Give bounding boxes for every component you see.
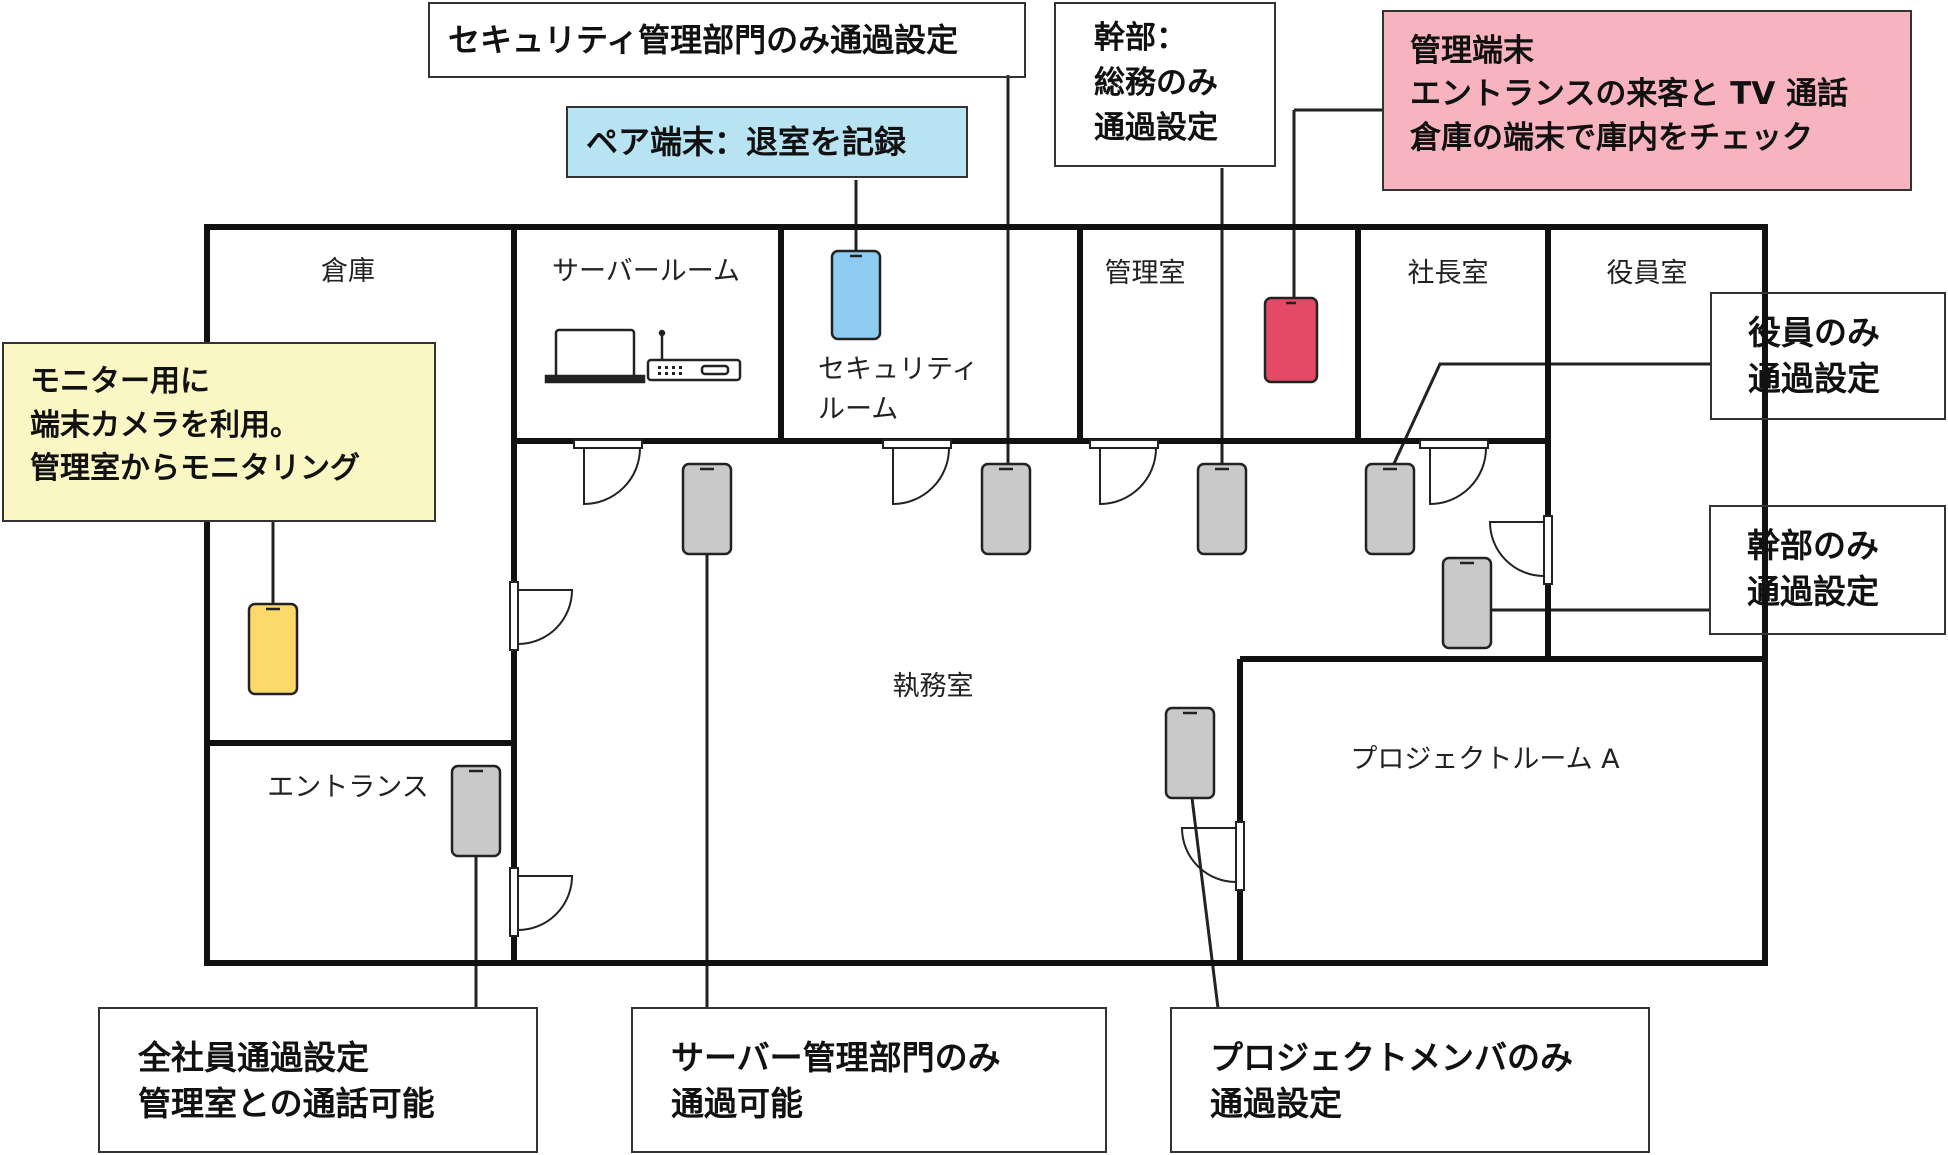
router-icon (646, 329, 742, 382)
room-label-security-room-1: セキュリティ (818, 354, 978, 385)
callout-executives-only: 役員のみ 通過設定 (1710, 292, 1946, 420)
callout-line: プロジェクトメンバのみ (1210, 1038, 1573, 1077)
room-label-office: 執務室 (893, 671, 974, 702)
smartphone-icon[interactable] (980, 462, 1032, 556)
callout-line: サーバー管理部門のみ (671, 1038, 1001, 1077)
smartphone-icon[interactable] (1364, 462, 1416, 556)
callout-line: 通過設定 (1748, 359, 1880, 399)
callout-line: 端末カメラを利用。 (30, 407, 300, 443)
room-label-project-room: プロジェクトルーム A (1350, 744, 1620, 775)
room-label-security-room-2: ルーム (818, 394, 898, 425)
callout-line: 総務のみ (1094, 64, 1218, 101)
callout-line: 通過設定 (1094, 109, 1218, 146)
smartphone-icon[interactable] (1196, 462, 1248, 556)
callout-server-only: サーバー管理部門のみ 通過可能 (631, 1007, 1107, 1153)
callout-line: ペア端末：退室を記録 (586, 123, 907, 161)
callout-line: 管理室からモニタリング (30, 451, 360, 486)
doors (509, 439, 1553, 937)
callout-line: 通過可能 (671, 1084, 803, 1124)
room-label-executive-room: 役員室 (1607, 258, 1688, 289)
walls (204, 224, 1768, 966)
room-label-entrance: エントランス (267, 772, 428, 803)
callout-line: 幹部： (1094, 20, 1187, 56)
callout-managers: 幹部： 総務のみ 通過設定 (1054, 2, 1276, 167)
room-label-admin-room: 管理室 (1105, 258, 1186, 289)
callout-line: 幹部のみ (1747, 526, 1879, 565)
smartphone-icon[interactable] (681, 462, 733, 556)
smartphone-icon[interactable] (830, 249, 882, 341)
smartphone-icon[interactable] (1263, 296, 1319, 384)
callout-project-only: プロジェクトメンバのみ 通過設定 (1170, 1007, 1650, 1153)
smartphone-icon[interactable] (450, 764, 502, 858)
laptop-icon (544, 328, 646, 384)
callout-line: セキュリティ管理部門のみ通過設定 (448, 21, 959, 59)
callout-line: 倉庫の端末で庫内をチェック (1410, 119, 1813, 156)
callout-admin-device: 管理端末 エントランスの来客と TV 通話 倉庫の端末で庫内をチェック (1382, 10, 1912, 191)
callout-monitor: モニター用に 端末カメラを利用。 管理室からモニタリング (2, 342, 436, 522)
smartphone-icon[interactable] (1164, 706, 1216, 800)
callout-managers-only: 幹部のみ 通過設定 (1709, 505, 1946, 635)
devices (247, 249, 1493, 858)
callout-line: エントランスの来客と TV 通話 (1410, 76, 1849, 113)
smartphone-icon[interactable] (1441, 556, 1493, 650)
connector-lines (271, 75, 1710, 1009)
room-label-warehouse: 倉庫 (321, 256, 375, 287)
callout-all-staff: 全社員通過設定 管理室との通話可能 (98, 1007, 538, 1153)
callout-line: モニター用に (30, 364, 210, 399)
callout-line: 管理室との通話可能 (138, 1084, 435, 1124)
callout-pair-device: ペア端末：退室を記録 (566, 106, 968, 178)
callout-line: 通過設定 (1747, 572, 1879, 612)
callout-security-only: セキュリティ管理部門のみ通過設定 (428, 2, 1026, 78)
callout-line: 管理端末 (1410, 33, 1534, 69)
smartphone-icon[interactable] (247, 602, 299, 696)
room-label-president-room: 社長室 (1408, 258, 1489, 289)
room-label-server-room: サーバールーム (552, 256, 740, 287)
callout-line: 通過設定 (1210, 1084, 1342, 1124)
callout-line: 全社員通過設定 (138, 1038, 369, 1077)
callout-line: 役員のみ (1748, 313, 1880, 352)
